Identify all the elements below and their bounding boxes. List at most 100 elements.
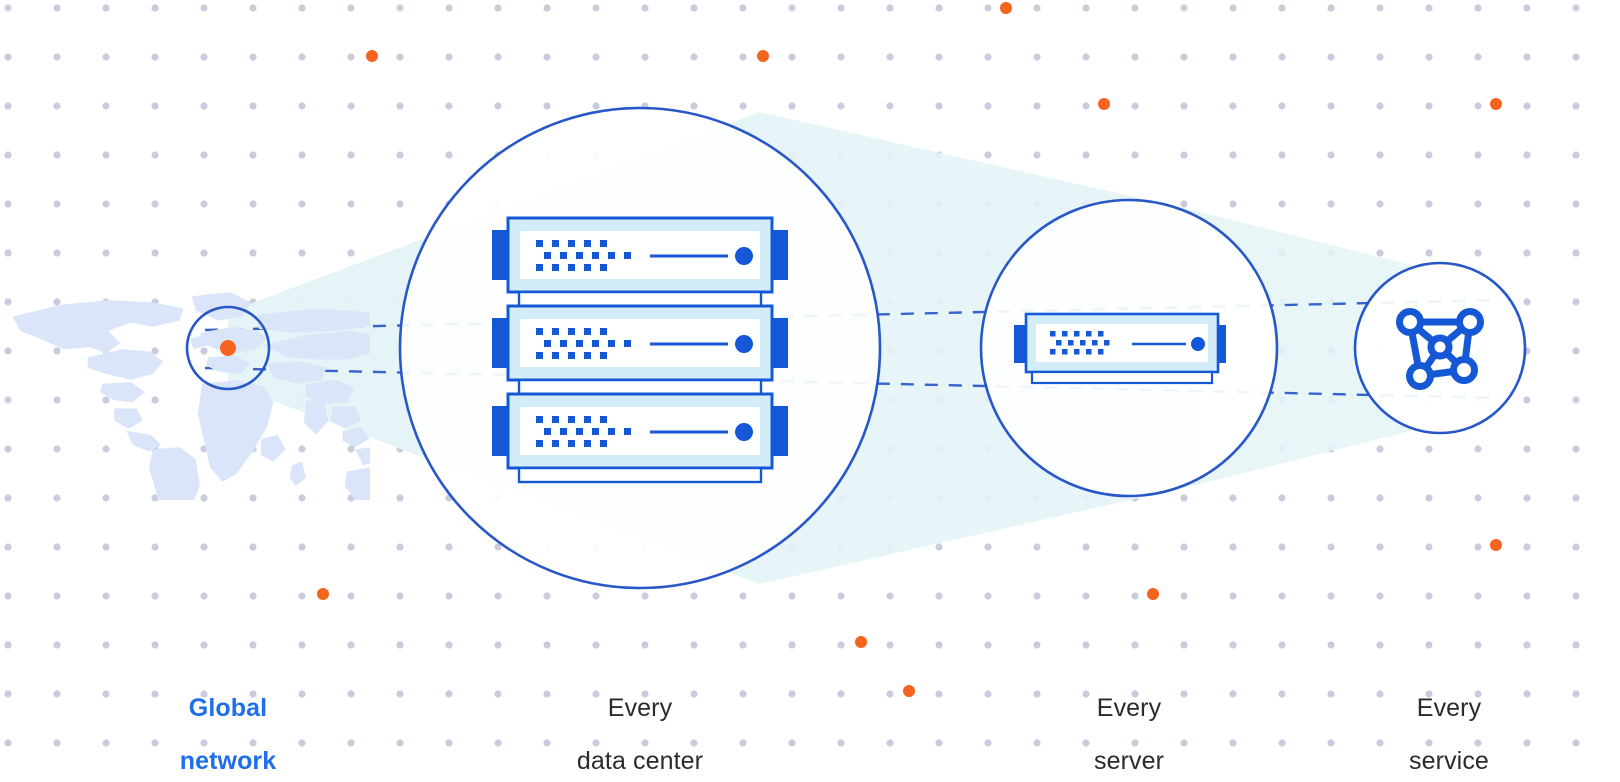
grid-dot [347,151,355,159]
grid-dot [1376,249,1384,257]
grid-dot [1572,543,1580,551]
grid-dot [1131,641,1139,649]
grid-dot [494,53,502,61]
grid-dot [1425,641,1433,649]
grid-dot [690,690,698,698]
grid-dot [1572,592,1580,600]
grid-dot [1180,543,1188,551]
grid-dot [1572,249,1580,257]
grid-dot [4,53,12,61]
grid-dot [200,200,208,208]
grid-dot [788,102,796,110]
grid-dot [249,494,257,502]
grid-dot [1278,690,1286,698]
grid-dot [1327,690,1335,698]
grid-dot [298,53,306,61]
grid-dot [837,102,845,110]
grid-dot [1523,739,1531,747]
grid-dot [445,641,453,649]
grid-dot [1131,690,1139,698]
grid-dot [1572,102,1580,110]
grid-dot [249,102,257,110]
grid-dot [1229,690,1237,698]
grid-dot [1376,151,1384,159]
grid-dot [1327,200,1335,208]
grid-dot [739,739,747,747]
grid-dot [347,690,355,698]
grid-dot [1180,641,1188,649]
grid-dot [102,53,110,61]
grid-dot [690,739,698,747]
grid-dot [690,592,698,600]
grid-dot [739,690,747,698]
grid-dot [4,396,12,404]
grid-dot [4,249,12,257]
grid-dot [1474,102,1482,110]
grid-dot [102,543,110,551]
grid-dot [249,641,257,649]
grid-dot [1033,592,1041,600]
grid-dot [151,151,159,159]
grid-dot [53,396,61,404]
grid-dot [4,445,12,453]
grid-dot [1082,543,1090,551]
grid-dot [1327,53,1335,61]
grid-dot [1572,739,1580,747]
grid-dot [249,53,257,61]
grid-dot [1131,592,1139,600]
grid-dot [1474,151,1482,159]
grid-dot [1376,739,1384,747]
grid-dot [1278,739,1286,747]
grid-dot [1033,4,1041,12]
grid-dot [494,690,502,698]
grid-dot [1082,592,1090,600]
grid-dot [1425,543,1433,551]
grid-dot [1033,690,1041,698]
grid-dot [4,739,12,747]
grid-dot [200,543,208,551]
grid-dot-accent [1490,98,1502,110]
grid-dot [1572,445,1580,453]
grid-dot [4,298,12,306]
grid-dot [102,249,110,257]
grid-dot [1474,494,1482,502]
grid-dot [4,690,12,698]
server-rack-unit [492,392,788,470]
server-unit-icon [1014,312,1226,385]
grid-dot [592,53,600,61]
grid-dot [1131,53,1139,61]
grid-dot [1082,102,1090,110]
grid-dot [1278,151,1286,159]
grid-dot [151,641,159,649]
grid-dot [1082,641,1090,649]
grid-dot [984,53,992,61]
grid-dot [200,739,208,747]
grid-dot [886,53,894,61]
grid-dot [1425,739,1433,747]
grid-dot [837,739,845,747]
world-map-icon [12,292,370,500]
grid-dot [886,4,894,12]
grid-dot [1327,494,1335,502]
grid-dot [347,4,355,12]
grid-dot [249,592,257,600]
grid-dot [1180,200,1188,208]
grid-dot [4,494,12,502]
grid-dot [53,445,61,453]
grid-dot [1327,102,1335,110]
grid-dot [1229,543,1237,551]
grid-dot [935,4,943,12]
grid-dot [1425,690,1433,698]
grid-dot [1082,4,1090,12]
grid-dot [1180,102,1188,110]
grid-dot [837,53,845,61]
grid-dot [4,102,12,110]
grid-dot [886,739,894,747]
grid-dot [396,592,404,600]
grid-dot [4,151,12,159]
server-rack-icon [492,216,788,484]
grid-dot [1278,200,1286,208]
grid-dot [1229,4,1237,12]
grid-dot [1229,592,1237,600]
grid-dot [1131,102,1139,110]
